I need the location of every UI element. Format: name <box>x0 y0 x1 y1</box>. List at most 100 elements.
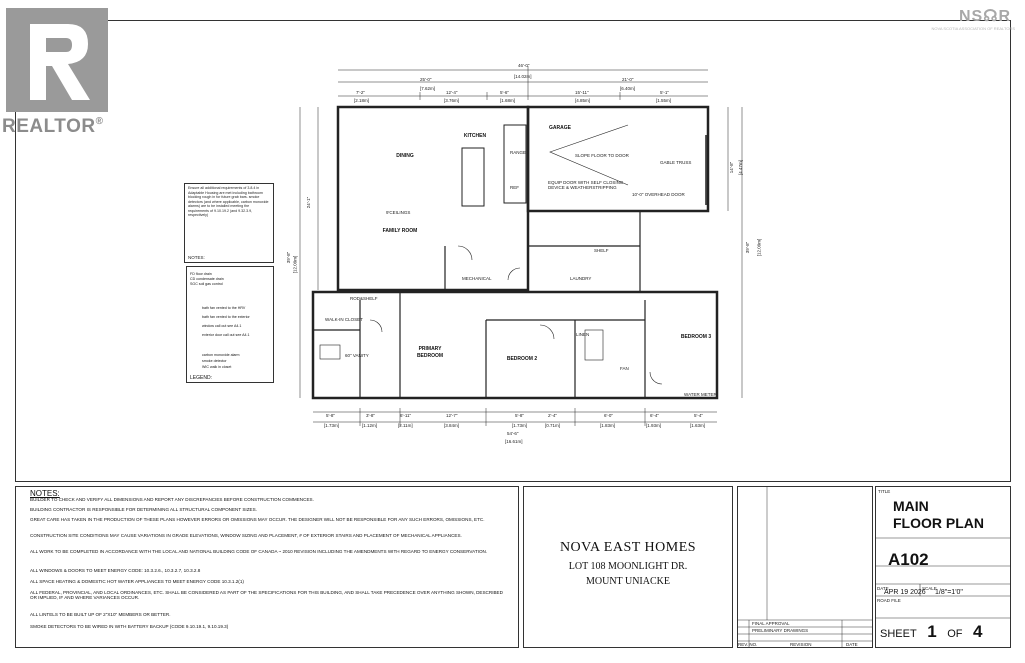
project-lot: LOT 108 MOONLIGHT DR. <box>568 561 688 572</box>
general-notes-title: NOTES: <box>30 489 60 498</box>
legend-item: FD floor drain <box>190 272 212 276</box>
dim-seg: 15'-11" <box>575 90 589 95</box>
kitchen-island <box>461 147 485 207</box>
dim-left-seg: 24'-1" <box>306 196 312 209</box>
vanity <box>319 344 341 360</box>
room-family: FAMILY ROOM <box>382 228 418 234</box>
dim-bottom-seg: 6'-0" <box>604 413 613 418</box>
dim-seg-m: [3.76m] <box>444 98 460 103</box>
dim-bottom-seg-m: [1.83m] <box>600 423 616 428</box>
door-swing <box>649 371 663 385</box>
dim-left-overall-m: [12.09m] <box>292 255 298 274</box>
dim-seg: 12'-4" <box>446 90 458 95</box>
room-primary-line2: BEDROOM <box>416 353 444 359</box>
scale-value: 1/8"=1'0" <box>935 589 963 596</box>
room-walkin: WALK-IN CLOSET <box>325 317 363 322</box>
rev-no-header: REV. NO. <box>738 642 758 647</box>
date-value: APR 19 2026 <box>884 589 926 596</box>
legend-item: WIC walk in closet <box>202 365 232 369</box>
dim-left-overall: 39'-8" <box>286 251 292 264</box>
room-primary: PRIMARY <box>418 346 442 352</box>
note-line: All work to be completed in accordance w… <box>30 549 488 554</box>
tub <box>584 329 604 361</box>
realtor-r-icon <box>6 8 108 112</box>
note-line: Great care has taken in the production o… <box>30 517 485 522</box>
project-place: MOUNT UNIACKE <box>586 576 670 587</box>
scale-label: SCALE <box>922 586 937 591</box>
of-label: OF <box>947 628 963 640</box>
room-kitchen: KITCHEN <box>463 133 487 139</box>
dim-seg-m: [4.85m] <box>575 98 591 103</box>
sheet-title-line1: MAIN <box>893 498 929 514</box>
note-line: Building contractor is responsible for d… <box>30 507 257 512</box>
dim-bottom-seg: 6'-11" <box>400 413 412 418</box>
dim-bottom-seg: 3'-8" <box>366 413 375 418</box>
dim-right-overall-m: [12.09m] <box>756 238 762 257</box>
dim-seg-m: [1.68m] <box>500 98 516 103</box>
dim-top-right-m: [6.40m] <box>620 86 636 91</box>
realtor-logo: REALTOR® <box>0 4 122 137</box>
revision-item: FINAL APPROVAL <box>752 621 790 626</box>
dim-bottom-seg-m: [0.71m] <box>545 423 561 428</box>
road-file-label: ROAD FILE <box>877 598 901 603</box>
dim-seg: 5'-6" <box>500 90 509 95</box>
dim-bottom-seg: 2'-4" <box>548 413 557 418</box>
door-swing <box>369 319 383 333</box>
dim-right-seg: 14'-8" <box>729 161 735 174</box>
dim-overall-bottom: 54'-6" <box>507 431 519 436</box>
revision-box <box>737 486 873 648</box>
dim-top-left: 25'-0" <box>420 77 432 82</box>
title-label: TITLE <box>878 489 891 494</box>
range-label: RANGE <box>510 150 527 155</box>
dim-bottom-seg: 12'-7" <box>446 413 458 418</box>
drawing-border <box>15 20 1011 482</box>
note-line: All lintels to be built up of 2"x10" mem… <box>30 612 171 617</box>
fan-label: FAN <box>620 366 629 371</box>
legend-item: carbon monoxide alarm <box>202 353 240 357</box>
dim-bottom-seg-m: [1.73m] <box>512 423 528 428</box>
legend-item: bath fan vented to the exterior <box>202 315 250 319</box>
sheet-total: 4 <box>972 622 983 641</box>
legend-item: CD condensate drain <box>190 277 224 281</box>
plan-outer-wall-bedrooms <box>311 290 719 400</box>
dim-bottom-seg-m: [1.63m] <box>690 423 706 428</box>
room-mechanical: MECHANICAL <box>462 276 492 281</box>
door-swing <box>457 245 473 261</box>
room-bedroom-3: BEDROOM 3 <box>680 334 712 340</box>
door-swing <box>507 267 521 281</box>
legend-item: bath fan vented to the HRV <box>202 306 246 310</box>
note-line: Builder to check and verify all dimensio… <box>30 497 314 502</box>
title-block <box>875 486 1011 648</box>
sheet-label: SHEET <box>880 628 917 640</box>
nsar-subtitle: NOVA SCOTIA ASSOCIATION OF REALTORS <box>931 26 1016 31</box>
room-laundry: LAUNDRY <box>570 276 592 281</box>
room-bedroom-2: BEDROOM 2 <box>506 356 538 362</box>
dim-bottom-seg: 5'-8" <box>326 413 335 418</box>
realtor-wordmark: REALTOR <box>2 116 96 137</box>
dim-bottom-seg: 5'-8" <box>515 413 524 418</box>
dim-bottom-seg-m: [1.12m] <box>362 423 378 428</box>
dim-bottom-seg-m: [3.84m] <box>444 423 460 428</box>
garage-slope-note: SLOPE FLOOR TO DOOR <box>575 153 629 158</box>
plan-notes-box <box>184 183 274 263</box>
water-meter-note: WATER METER <box>684 392 717 397</box>
rodshelf-label: ROD&SHELF <box>350 296 378 301</box>
dim-overall-bottom-m: [16.61m] <box>505 439 523 444</box>
kitchen-counter <box>503 124 527 204</box>
shelf-label: SHELF <box>594 248 609 253</box>
sheet-number: A102 <box>888 550 929 569</box>
ceilings-note: 9'CEILINGS <box>386 210 411 215</box>
date-header: DATE <box>846 642 858 647</box>
legend-item: smoke detector <box>202 359 227 363</box>
revision-item: PRELIMINARY DRAWINGS <box>752 628 809 633</box>
dim-bottom-seg: 6'-4" <box>650 413 659 418</box>
dim-right-seg-m: [4.47m] <box>738 159 744 176</box>
sheet-current: 1 <box>927 622 937 641</box>
legend-title: LEGEND: <box>190 375 212 381</box>
dim-overall-top: 46'-0" <box>518 63 530 68</box>
dim-bottom-seg-m: [1.73m] <box>324 423 340 428</box>
sheet-title-line2: FLOOR PLAN <box>893 515 984 531</box>
revision-grid <box>737 486 873 648</box>
plan-notes-text: Ensure all additional requirements of 3.… <box>188 186 269 217</box>
linen-label: LINEN <box>576 332 590 337</box>
